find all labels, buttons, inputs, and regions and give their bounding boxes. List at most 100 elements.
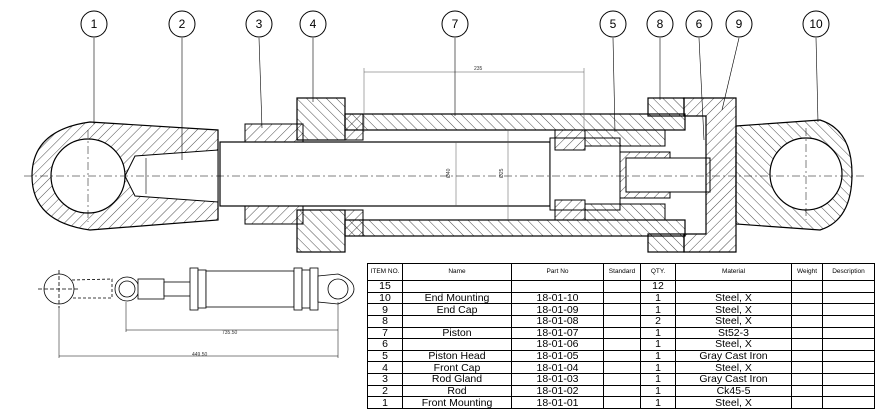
balloon-2: 2 bbox=[168, 10, 196, 38]
cell-item-no: 2 bbox=[367, 384, 403, 398]
cell-part-no: 18-01-06 bbox=[511, 338, 604, 351]
cell-description bbox=[822, 338, 875, 351]
cell-standard bbox=[603, 326, 641, 340]
svg-text:9: 9 bbox=[736, 17, 743, 31]
cell-standard bbox=[603, 361, 641, 374]
cell-item-no: 3 bbox=[367, 373, 403, 386]
cell-material: Gray Cast Iron bbox=[675, 373, 792, 386]
svg-text:10: 10 bbox=[809, 17, 823, 31]
cell-name: Piston bbox=[402, 326, 512, 340]
cell-standard bbox=[603, 373, 641, 386]
cell-item-no: 8 bbox=[367, 314, 403, 328]
cell-description bbox=[822, 361, 875, 374]
balloon-10: 10 bbox=[802, 10, 830, 38]
cell-part-no: 18-01-07 bbox=[511, 326, 604, 340]
cell-name: End Mounting bbox=[402, 291, 512, 305]
mini-length-b-dimension: 449.50 bbox=[192, 352, 208, 358]
cell-weight bbox=[791, 361, 823, 374]
cell-description bbox=[822, 349, 875, 363]
cell-description bbox=[822, 280, 875, 293]
cell-description bbox=[822, 373, 875, 386]
cell-qty: 1 bbox=[640, 326, 676, 340]
svg-text:6: 6 bbox=[696, 17, 703, 31]
cell-part-no: 18-01-02 bbox=[511, 384, 604, 398]
cell-qty: 1 bbox=[640, 384, 676, 398]
cell-qty: 1 bbox=[640, 338, 676, 351]
cell-name bbox=[402, 314, 512, 328]
dimension-lines bbox=[363, 68, 585, 220]
svg-text:5: 5 bbox=[610, 17, 617, 31]
header-name: Name bbox=[402, 263, 512, 281]
bore-diameter-a-dimension: Ø40 bbox=[446, 168, 452, 178]
cell-qty: 1 bbox=[640, 396, 676, 409]
cell-item-no: 1 bbox=[367, 396, 403, 409]
cell-part-no: 18-01-03 bbox=[511, 373, 604, 386]
cell-weight bbox=[791, 349, 823, 363]
cell-name: Rod bbox=[402, 384, 512, 398]
cell-qty: 1 bbox=[640, 349, 676, 363]
header-item-no: ITEM NO. bbox=[367, 263, 403, 281]
cell-name bbox=[402, 338, 512, 351]
header-qty: QTY. bbox=[640, 263, 676, 281]
cell-description bbox=[822, 291, 875, 305]
cell-name: Front Mounting bbox=[402, 396, 512, 409]
cell-qty: 1 bbox=[640, 303, 676, 316]
cell-item-no: 6 bbox=[367, 338, 403, 351]
cell-weight bbox=[791, 280, 823, 293]
cell-item-no: 10 bbox=[367, 291, 403, 305]
cell-material: St52-3 bbox=[675, 326, 792, 340]
cell-standard bbox=[603, 280, 641, 293]
header-weight: Weight bbox=[791, 263, 823, 281]
balloon-9: 9 bbox=[725, 10, 753, 38]
cell-material: Steel, X bbox=[675, 361, 792, 374]
balloon-1: 1 bbox=[80, 10, 108, 38]
cell-description bbox=[822, 326, 875, 340]
cell-item-no: 9 bbox=[367, 303, 403, 316]
cell-name: Piston Head bbox=[402, 349, 512, 363]
cell-standard bbox=[603, 338, 641, 351]
cell-material bbox=[675, 280, 792, 293]
svg-text:1: 1 bbox=[91, 17, 98, 31]
cell-item-no: 7 bbox=[367, 326, 403, 340]
svg-text:8: 8 bbox=[657, 17, 664, 31]
cell-description bbox=[822, 384, 875, 398]
cell-description bbox=[822, 314, 875, 328]
cell-qty: 12 bbox=[640, 280, 676, 293]
cell-material: Steel, X bbox=[675, 291, 792, 305]
cell-weight bbox=[791, 396, 823, 409]
cell-standard bbox=[603, 384, 641, 398]
balloon-7: 7 bbox=[441, 10, 469, 38]
header-standard: Standard bbox=[603, 263, 641, 281]
cell-weight bbox=[791, 326, 823, 340]
centerlines bbox=[24, 128, 866, 222]
svg-text:4: 4 bbox=[310, 17, 317, 31]
cell-part-no: 18-01-10 bbox=[511, 291, 604, 305]
header-material: Material bbox=[675, 263, 792, 281]
header-part-no: Part No bbox=[511, 263, 604, 281]
cell-standard bbox=[603, 303, 641, 316]
balloon-4: 4 bbox=[299, 10, 327, 38]
end-mounting-part bbox=[735, 119, 853, 231]
cell-item-no: 4 bbox=[367, 361, 403, 374]
cell-standard bbox=[603, 314, 641, 328]
svg-text:2: 2 bbox=[179, 17, 186, 31]
cell-name: Rod Gland bbox=[402, 373, 512, 386]
cell-weight bbox=[791, 291, 823, 305]
mini-overview-drawing bbox=[38, 267, 355, 358]
cell-part-no: 18-01-08 bbox=[511, 314, 604, 328]
header-description: Description bbox=[822, 263, 875, 281]
cell-name: Front Cap bbox=[402, 361, 512, 374]
cell-part-no bbox=[511, 280, 604, 293]
cell-material: Steel, X bbox=[675, 303, 792, 316]
cell-material: Gray Cast Iron bbox=[675, 349, 792, 363]
